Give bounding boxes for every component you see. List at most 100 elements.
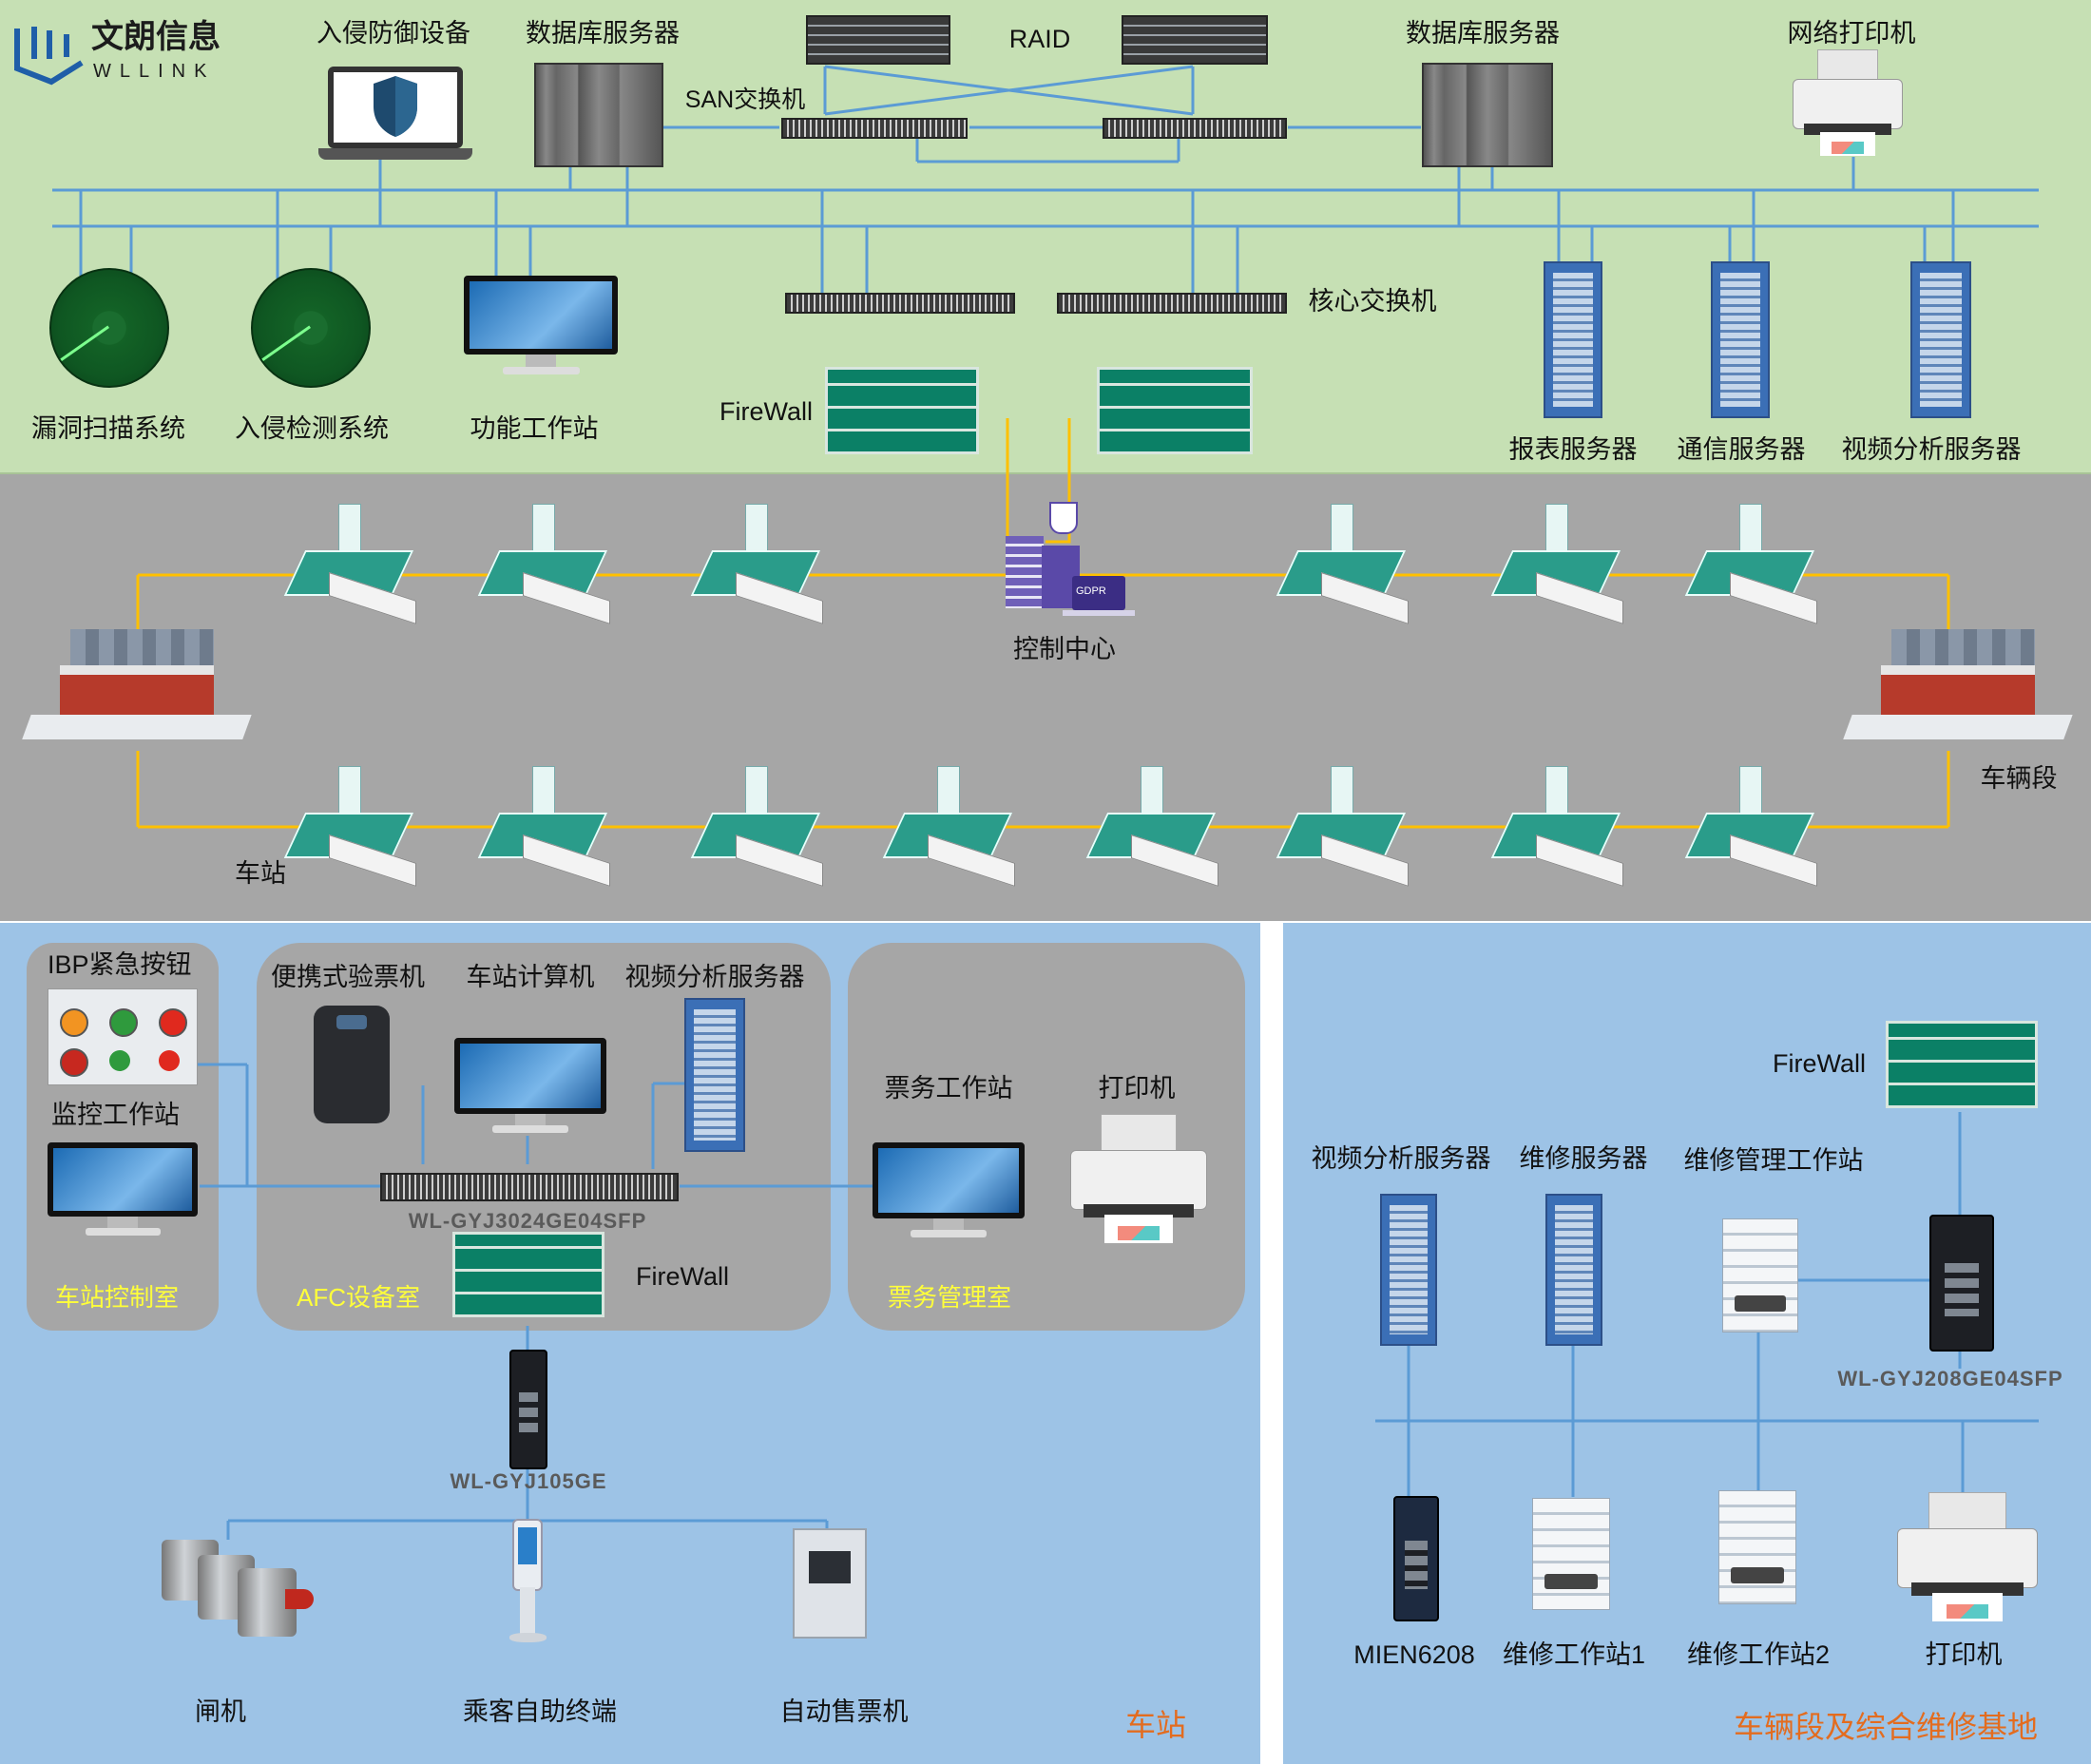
ibp-button bbox=[109, 1050, 130, 1071]
ibp-button-panel bbox=[48, 988, 198, 1085]
san-switch-right bbox=[1103, 118, 1287, 139]
station-node bbox=[475, 504, 610, 625]
tvm-label: 自动售票机 bbox=[779, 1697, 909, 1726]
video-server-top-label: 视频分析服务器 bbox=[1841, 435, 2022, 464]
room-ticket-label: 票务管理室 bbox=[888, 1283, 1012, 1312]
access-switch bbox=[509, 1350, 547, 1469]
ticket-ws-label: 票务工作站 bbox=[884, 1074, 1013, 1102]
ibp-button bbox=[159, 1050, 180, 1071]
gdpr-label: GDPR bbox=[1076, 585, 1106, 597]
portable-validator bbox=[314, 1006, 390, 1123]
maint-ws1-label: 维修工作站1 bbox=[1502, 1640, 1646, 1669]
access-switch-model-label: WL-GYJ105GE bbox=[450, 1469, 607, 1493]
self-service-kiosk bbox=[490, 1519, 565, 1642]
function-workstation-label: 功能工作站 bbox=[470, 414, 599, 443]
station-node bbox=[1682, 504, 1817, 625]
station-node bbox=[1084, 766, 1218, 888]
room-control-label: 车站控制室 bbox=[55, 1283, 180, 1312]
station-node bbox=[1682, 766, 1817, 888]
raid-unit-left bbox=[806, 15, 950, 65]
station-node bbox=[281, 504, 416, 625]
comm-server-rack bbox=[1711, 261, 1770, 418]
control-center: GDPR bbox=[992, 502, 1135, 616]
ibp-button bbox=[60, 1048, 88, 1077]
core-switch-right bbox=[1057, 293, 1287, 314]
firewall-depot bbox=[1886, 1021, 2038, 1108]
db-server-right bbox=[1422, 63, 1553, 167]
depot-printer bbox=[1897, 1492, 2038, 1621]
depot-label-mid: 车辆段 bbox=[1980, 764, 2058, 793]
core-switch-label: 核心交换机 bbox=[1308, 287, 1437, 316]
raid-label: RAID bbox=[1008, 25, 1071, 53]
report-server-rack bbox=[1544, 261, 1602, 418]
maint-mgmt-workstation bbox=[1722, 1218, 1798, 1333]
ibp-button bbox=[109, 1008, 138, 1037]
station-node bbox=[688, 766, 823, 888]
ticket-management-room bbox=[848, 943, 1245, 1331]
monitor-ws-label: 监控工作站 bbox=[51, 1101, 180, 1129]
terminal-depot-right bbox=[1843, 629, 2073, 751]
station-node bbox=[1274, 504, 1409, 625]
depot-video-server-rack bbox=[1380, 1194, 1437, 1346]
portable-label: 便携式验票机 bbox=[271, 963, 425, 991]
afc-main-switch bbox=[380, 1173, 679, 1201]
mien6208-switch bbox=[1393, 1496, 1439, 1621]
intrusion-detect-radar bbox=[251, 268, 371, 388]
station-video-server-rack bbox=[684, 998, 745, 1152]
firewall-top-right bbox=[1097, 367, 1253, 454]
kiosk-label: 乘客自助终端 bbox=[463, 1697, 617, 1726]
brand-logo-mark bbox=[14, 27, 84, 86]
firewall-station bbox=[452, 1232, 604, 1317]
monitor-workstation bbox=[48, 1142, 198, 1236]
shield-icon bbox=[374, 76, 417, 137]
station-node bbox=[281, 766, 416, 888]
raid-unit-right bbox=[1122, 15, 1268, 65]
brand-logo bbox=[13, 21, 86, 86]
maint-mgmt-ws-label: 维修管理工作站 bbox=[1683, 1146, 1864, 1175]
report-server-label: 报表服务器 bbox=[1508, 435, 1638, 464]
control-center-label: 控制中心 bbox=[1013, 635, 1116, 663]
vuln-scan-label: 漏洞扫描系统 bbox=[31, 414, 185, 443]
depot-switch bbox=[1929, 1215, 1994, 1352]
comm-server-label: 通信服务器 bbox=[1677, 435, 1806, 464]
station-node bbox=[1488, 766, 1623, 888]
afc-switch-model-label: WL-GYJ3024GE04SFP bbox=[408, 1209, 647, 1233]
maint-server-rack bbox=[1545, 1194, 1602, 1346]
room-afc-label: AFC设备室 bbox=[297, 1283, 421, 1312]
ibp-label: IBP紧急按钮 bbox=[48, 950, 192, 979]
firewall-top-left bbox=[825, 367, 979, 454]
station-node bbox=[880, 766, 1015, 888]
station-video-srv-label: 视频分析服务器 bbox=[624, 963, 805, 991]
maint-srv-label: 维修服务器 bbox=[1519, 1144, 1648, 1173]
depot-printer-label: 打印机 bbox=[1925, 1640, 2003, 1669]
core-switch-left bbox=[785, 293, 1015, 314]
maint-ws2-label: 维修工作站2 bbox=[1686, 1640, 1831, 1669]
ticket-printer bbox=[1070, 1114, 1207, 1243]
depot-zone-label: 车辆段及综合维修基地 bbox=[1733, 1710, 2039, 1744]
station-node bbox=[1274, 766, 1409, 888]
brand-name: 文朗信息 bbox=[91, 19, 221, 55]
fare-gate bbox=[238, 1568, 314, 1637]
mien-label: MIEN6208 bbox=[1353, 1640, 1475, 1669]
ticket-printer-label: 打印机 bbox=[1098, 1074, 1176, 1102]
gate-label: 闸机 bbox=[195, 1697, 246, 1726]
function-workstation bbox=[464, 276, 618, 374]
network-printer-label: 网络打印机 bbox=[1787, 19, 1916, 48]
maint-workstation-2 bbox=[1718, 1490, 1796, 1604]
terminal-depot-left bbox=[22, 629, 252, 751]
san-switch-left bbox=[781, 118, 968, 139]
top-network-zone bbox=[0, 0, 2091, 474]
san-switch-label: SAN交换机 bbox=[684, 86, 806, 113]
firewall-depot-label: FireWall bbox=[1773, 1049, 1866, 1078]
video-server-rack-top bbox=[1910, 261, 1971, 418]
ids-laptop bbox=[318, 67, 472, 162]
network-printer bbox=[1793, 49, 1903, 156]
station-zone-label: 车站 bbox=[1124, 1708, 1187, 1742]
db-server-right-label: 数据库服务器 bbox=[1406, 19, 1560, 48]
ibp-button bbox=[159, 1008, 187, 1037]
firewall-station-label: FireWall bbox=[636, 1262, 729, 1291]
station-computer bbox=[454, 1038, 606, 1133]
intrusion-detect-label: 入侵检测系统 bbox=[235, 414, 389, 443]
depot-video-srv-label: 视频分析服务器 bbox=[1311, 1144, 1491, 1173]
station-label-mid: 车站 bbox=[235, 859, 286, 888]
